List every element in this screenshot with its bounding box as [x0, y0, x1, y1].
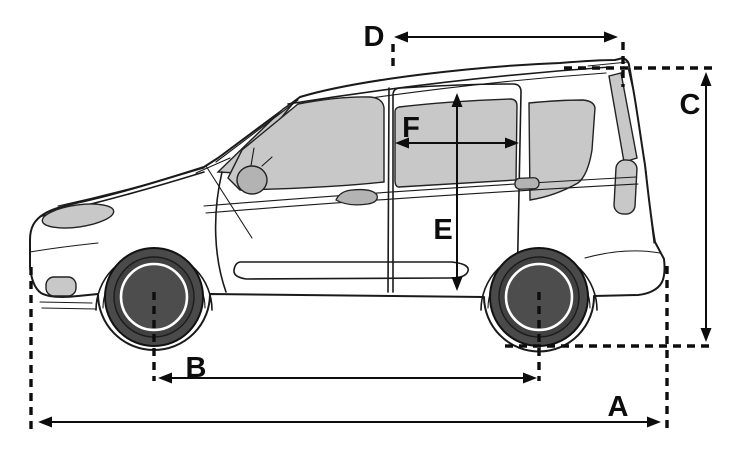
dimension-a-label: A: [608, 391, 629, 423]
mirror-stem: [261, 156, 273, 167]
front-door-front-edge: [214, 171, 227, 293]
rear-pillar-inner-line: [629, 67, 655, 244]
fender-crease-line: [205, 165, 253, 239]
rear-bumper-crease: [584, 250, 661, 259]
bumper-slat-line-2: [41, 307, 97, 310]
b-pillar-edge: [387, 87, 390, 293]
dimension-e-arrow-top: [451, 93, 463, 107]
dimension-f-arrow-left: [395, 137, 409, 149]
dimension-e-label: E: [433, 214, 452, 246]
car-illustration: [29, 57, 666, 353]
dimension-e: E: [433, 93, 463, 291]
belt-trim-line-1: [203, 176, 637, 207]
wiper-line: [195, 157, 231, 174]
dimension-e-arrow-bottom: [451, 277, 463, 291]
front-door-window: [227, 96, 385, 191]
side-mirror: [236, 165, 268, 195]
dimension-b-label: B: [186, 352, 207, 384]
sliding-door-outline: [392, 83, 522, 293]
dimension-d-arrow-left: [394, 31, 408, 43]
fog-light: [45, 276, 77, 297]
dimension-d-arrow-right: [604, 31, 618, 43]
dimension-b-arrow-left: [158, 372, 172, 384]
dimension-a-arrow-right: [647, 416, 661, 428]
dimension-c-label: C: [680, 89, 701, 121]
sliding-door-handle: [514, 177, 540, 190]
dimension-f-arrow-right: [505, 137, 519, 149]
dimension-c-arrow-bottom: [700, 328, 712, 342]
dimension-b-arrow-right: [523, 372, 537, 384]
side-molding: [233, 261, 469, 280]
dimension-a: A: [29, 266, 669, 429]
bumper-slat-line-1: [39, 301, 93, 304]
dimension-b: B: [152, 292, 541, 384]
dimension-c-arrow-top: [700, 72, 712, 86]
dimension-f: F: [395, 112, 519, 149]
bumper-crease-line: [29, 242, 99, 253]
dimension-c: C: [505, 66, 714, 348]
taillight: [613, 159, 638, 215]
dimension-f-label: F: [402, 112, 420, 144]
cowl-line: [57, 167, 205, 207]
belt-trim-line-2: [205, 183, 639, 214]
dimension-d: D: [364, 21, 625, 87]
rear-quarter-window: [528, 99, 596, 201]
roof-rail-line-1: [287, 66, 611, 105]
front-door-handle: [335, 188, 378, 206]
headlight: [41, 203, 115, 229]
a-pillar-line: [215, 99, 299, 163]
dimension-d-label: D: [364, 21, 385, 53]
dimension-a-arrow-left: [38, 416, 52, 428]
rear-pillar-trim: [608, 72, 638, 163]
